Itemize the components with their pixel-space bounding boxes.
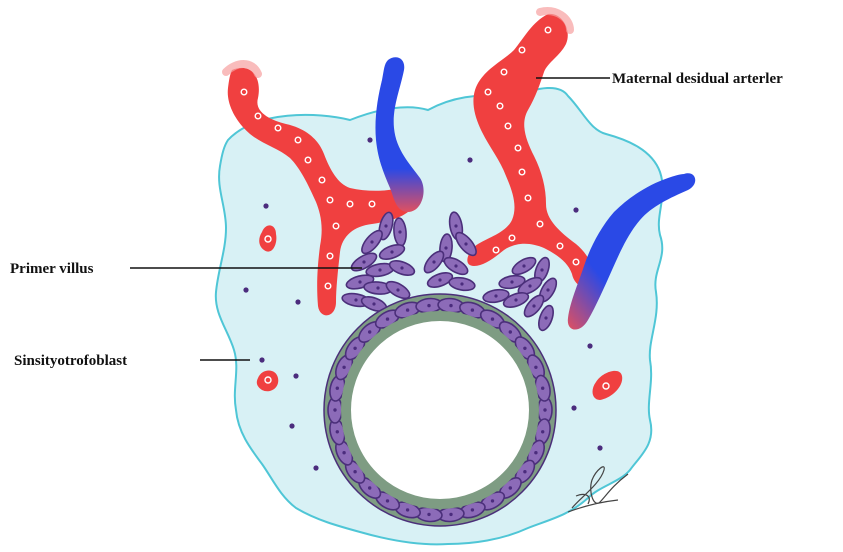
label-maternal-arteries: Maternal desidual arterler xyxy=(536,71,783,87)
cell-nucleus xyxy=(427,304,430,307)
cell-nucleus xyxy=(333,408,336,411)
cell-nucleus xyxy=(386,499,389,502)
cell-nucleus xyxy=(491,317,494,320)
cell-nucleus xyxy=(386,317,389,320)
cell-nucleus xyxy=(509,330,512,333)
cell-nucleus xyxy=(353,347,356,350)
cell-nucleus xyxy=(543,408,546,411)
maternal-arteries-label: Maternal desidual arterler xyxy=(612,71,783,87)
cell-nucleus xyxy=(342,366,345,369)
cell-nucleus xyxy=(342,451,345,454)
cell-nucleus xyxy=(471,508,474,511)
cell-nucleus xyxy=(427,513,430,516)
cell-nucleus xyxy=(541,430,544,433)
cell-nucleus xyxy=(509,486,512,489)
primary-villus-label: Primer villus xyxy=(10,261,94,277)
cell-nucleus xyxy=(534,366,537,369)
cell-nucleus xyxy=(534,451,537,454)
cell-nucleus xyxy=(406,308,409,311)
cell-nucleus xyxy=(406,508,409,511)
syncytiotrophoblast-label: Sinsityotrofoblast xyxy=(14,353,127,369)
cell-nucleus xyxy=(336,430,339,433)
cell-nucleus xyxy=(491,499,494,502)
label-syncytiotrophoblast: Sinsityotrofoblast xyxy=(14,353,250,369)
cell-nucleus xyxy=(368,486,371,489)
cell-nucleus xyxy=(336,387,339,390)
cell-nucleus xyxy=(523,470,526,473)
cell-nucleus xyxy=(353,470,356,473)
cell-nucleus xyxy=(449,304,452,307)
cell-nucleus xyxy=(523,347,526,350)
blastocyst-cavity xyxy=(346,316,534,504)
cell-nucleus xyxy=(449,513,452,516)
blastocyst-ring xyxy=(324,294,556,526)
cell-nucleus xyxy=(471,308,474,311)
cell-nucleus xyxy=(368,330,371,333)
cell-nucleus xyxy=(541,387,544,390)
